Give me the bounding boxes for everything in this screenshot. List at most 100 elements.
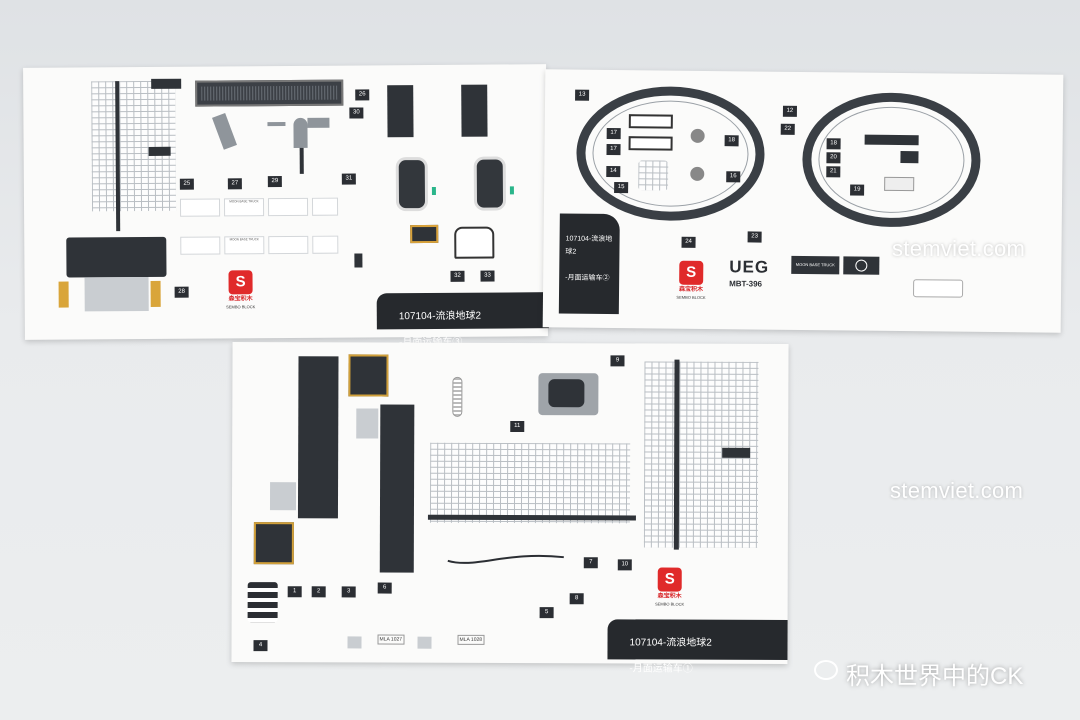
number-label: 1 — [287, 586, 302, 598]
round-part — [690, 128, 705, 143]
screen-sticker — [253, 522, 294, 565]
logo-card — [311, 197, 339, 216]
watermark-text: stemviet.com — [892, 236, 1026, 261]
number-label: 15 — [614, 182, 629, 194]
light-box — [884, 176, 915, 192]
dark-tab — [151, 78, 182, 89]
dark-strip — [673, 359, 680, 550]
dark-block — [354, 253, 363, 268]
number-label: 3 — [341, 586, 356, 598]
step-sticker — [247, 582, 278, 623]
monitor-sticker — [538, 373, 599, 416]
logo-card: MOON BASE TRUCK — [224, 236, 265, 255]
door-sticker — [461, 84, 488, 137]
title-band: 107104-流浪地球2 -月面运输车① — [607, 619, 788, 675]
mech-part — [307, 117, 330, 128]
wechat-icon — [814, 660, 838, 680]
number-label: 16 — [726, 171, 741, 183]
green-light — [431, 186, 436, 195]
ueg-brand-text: UEG — [729, 257, 770, 277]
logo-card — [312, 235, 339, 254]
number-label: 10 — [617, 559, 632, 571]
number-label: 2 — [311, 586, 326, 598]
number-label: 23 — [747, 231, 762, 243]
title-line-1: 107104-流浪地球2 — [398, 310, 482, 323]
sembo-logo-icon: S — [228, 270, 253, 295]
display-panel — [195, 79, 344, 107]
number-label: 28 — [174, 286, 189, 298]
grid-panel — [429, 442, 631, 524]
number-label: 29 — [267, 176, 282, 188]
number-label: 5 — [539, 607, 554, 619]
account-name: 积木世界中的CK — [846, 663, 1024, 690]
round-part — [690, 166, 705, 181]
title-line-2: -月面运输车② — [565, 274, 610, 282]
number-label: 17 — [606, 143, 621, 156]
number-label: 17 — [606, 127, 621, 140]
sembo-logo-icon: S — [679, 260, 704, 285]
title-band: 107104-流浪地球2 -月面运输车② — [558, 213, 620, 315]
number-label: 31 — [341, 173, 356, 185]
number-label: 22 — [780, 123, 795, 135]
number-label: 13 — [575, 89, 590, 101]
frame-sticker — [628, 136, 673, 151]
door-sticker — [387, 85, 414, 138]
number-label: 27 — [227, 178, 242, 190]
green-light — [509, 186, 514, 195]
cable-sticker — [447, 554, 564, 564]
number-label: 6 — [377, 582, 392, 594]
blank-plate — [912, 279, 964, 298]
truck-front-sticker — [66, 236, 167, 278]
grey-block — [269, 482, 297, 511]
sembo-logo-icon: S — [657, 567, 682, 592]
logo-card — [267, 197, 309, 217]
window-sticker — [473, 156, 507, 211]
model-code-text: MBT-396 — [729, 279, 763, 289]
mech-part — [267, 121, 286, 127]
cab-outline-sticker — [454, 226, 495, 259]
mech-part — [299, 147, 304, 174]
window-sticker — [395, 157, 429, 212]
number-label: 18 — [724, 135, 739, 147]
keypad-sticker — [638, 160, 669, 191]
number-label: 14 — [606, 165, 621, 178]
number-label: 9 — [610, 355, 625, 367]
amber-frame-sticker — [410, 224, 439, 244]
logo-card — [179, 198, 221, 217]
number-label: 20 — [826, 152, 841, 164]
number-label: 11 — [510, 421, 525, 433]
dark-strip — [427, 514, 636, 521]
vent-sticker — [452, 376, 463, 417]
card-label: MOON BASE TRUCK — [229, 237, 259, 242]
number-label: 26 — [355, 89, 370, 101]
number-label: 24 — [681, 236, 696, 248]
sticker-sheet-3: MOON BASE TRUCK MOON BASE TRUCK 25 27 29… — [23, 64, 549, 348]
logo-card — [180, 236, 221, 255]
number-label: 19 — [850, 184, 865, 196]
truck-grille — [84, 276, 149, 312]
title-band: 107104-流浪地球2 -月面运输车③ — [376, 292, 549, 348]
code-label: MLA 1027 — [377, 634, 405, 645]
number-label: 25 — [179, 178, 194, 190]
dark-card: MOON BASE TRUCK — [791, 255, 840, 275]
card-label: MOON BASE TRUCK — [229, 199, 259, 204]
side-panel-sticker — [379, 404, 415, 573]
small-block — [417, 636, 432, 649]
code-label: MLA 1028 — [457, 634, 485, 645]
number-label: 7 — [583, 557, 598, 569]
amber-light — [150, 280, 161, 307]
number-label: 21 — [826, 166, 841, 178]
dark-tab — [722, 447, 751, 458]
number-label: 33 — [480, 270, 495, 282]
small-block — [347, 636, 362, 649]
number-label: 32 — [450, 270, 465, 282]
dark-bar — [864, 134, 919, 146]
amber-light — [58, 281, 69, 308]
grey-block — [356, 408, 379, 439]
dark-tab — [148, 146, 171, 156]
screen-sticker — [348, 354, 389, 397]
